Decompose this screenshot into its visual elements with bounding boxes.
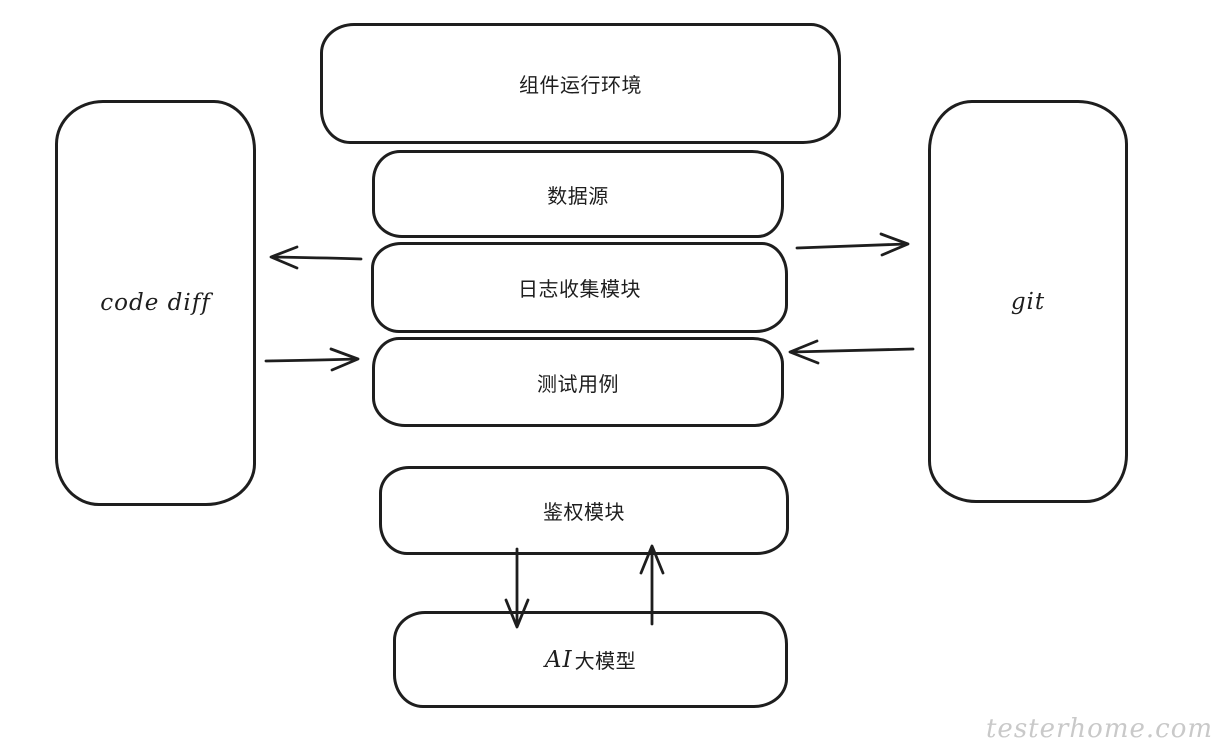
- node-auth-module-label: 鉴权模块: [543, 500, 625, 524]
- node-test-cases-label: 测试用例: [537, 371, 619, 396]
- node-data-source: 数据源: [372, 150, 784, 238]
- node-code-diff: code diff: [55, 100, 256, 506]
- node-runtime-env-label: 组件运行环境: [519, 73, 642, 97]
- node-test-cases: 测试用例: [372, 337, 784, 427]
- arrow-git-to-stack: [788, 339, 915, 365]
- node-runtime-env: 组件运行环境: [320, 23, 841, 144]
- node-data-source-label: 数据源: [547, 183, 609, 208]
- arrow-code-diff-to-stack: [264, 347, 360, 372]
- node-auth-module: 鉴权模块: [379, 466, 789, 555]
- node-code-diff-label: code diff: [100, 290, 211, 316]
- arrow-stack-to-code-diff: [269, 245, 363, 270]
- arrow-stack-to-git: [795, 232, 910, 257]
- node-ai-model-label-en: AI: [544, 646, 573, 673]
- node-ai-model-label-zh: 大模型: [574, 649, 637, 673]
- node-log-collector: 日志收集模块: [371, 242, 788, 333]
- watermark: testerhome.com: [985, 714, 1213, 744]
- node-log-collector-label: 日志收集模块: [518, 277, 641, 301]
- node-git: git: [928, 100, 1128, 503]
- node-git-label: git: [1010, 288, 1046, 315]
